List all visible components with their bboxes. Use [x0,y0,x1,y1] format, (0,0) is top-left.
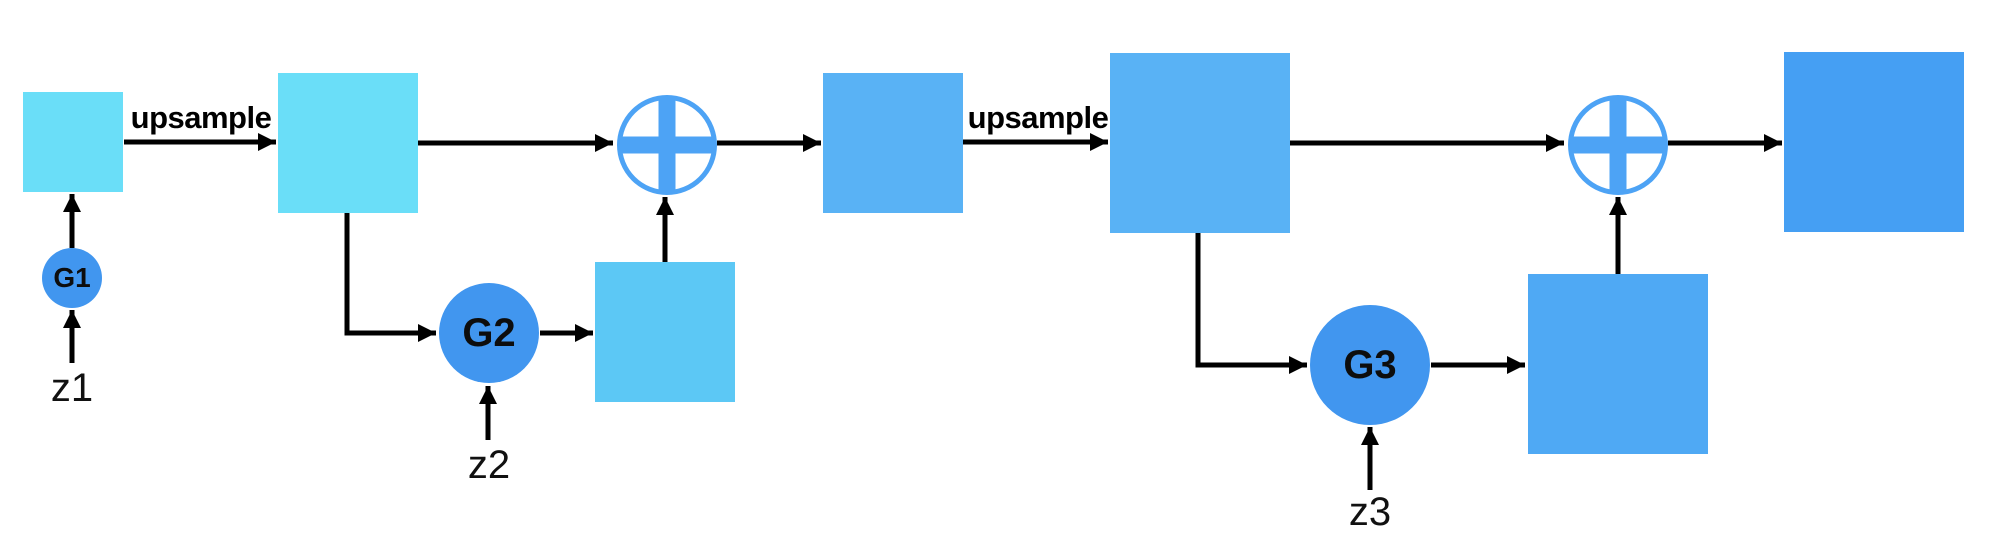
generator-g2-node: G2 [439,283,539,383]
upsampled-image-scale2 [1110,53,1290,233]
sum-circle [1568,95,1668,195]
upsample-label-1: upsample [130,100,272,135]
arrow-sq2-to-g2 [344,213,436,342]
generated-image-scale1 [23,92,123,192]
upsample-label-2: upsample [967,100,1109,135]
sum-node-1 [617,95,717,195]
noise-label-z3: z3 [1348,490,1392,534]
final-image-scale3 [1784,52,1964,232]
plus-icon [1573,100,1663,190]
arrow-sq5-to-g3 [1195,233,1307,374]
residual-image-scale2 [595,262,735,402]
sum-node-2 [1568,95,1668,195]
plus-icon [622,100,712,190]
generator-g3-node: G3 [1310,305,1430,425]
generator-g3-label: G3 [1343,342,1397,387]
generator-g1-label: G1 [53,262,91,293]
noise-label-z1: z1 [50,366,94,410]
upsampled-image-scale1 [278,73,418,213]
generator-g1-node: G1 [42,248,102,308]
noise-label-z2: z2 [467,443,511,487]
residual-image-scale3 [1528,274,1708,454]
sum-circle [617,95,717,195]
summed-image-scale2 [823,73,963,213]
generator-g2-label: G2 [462,310,516,355]
